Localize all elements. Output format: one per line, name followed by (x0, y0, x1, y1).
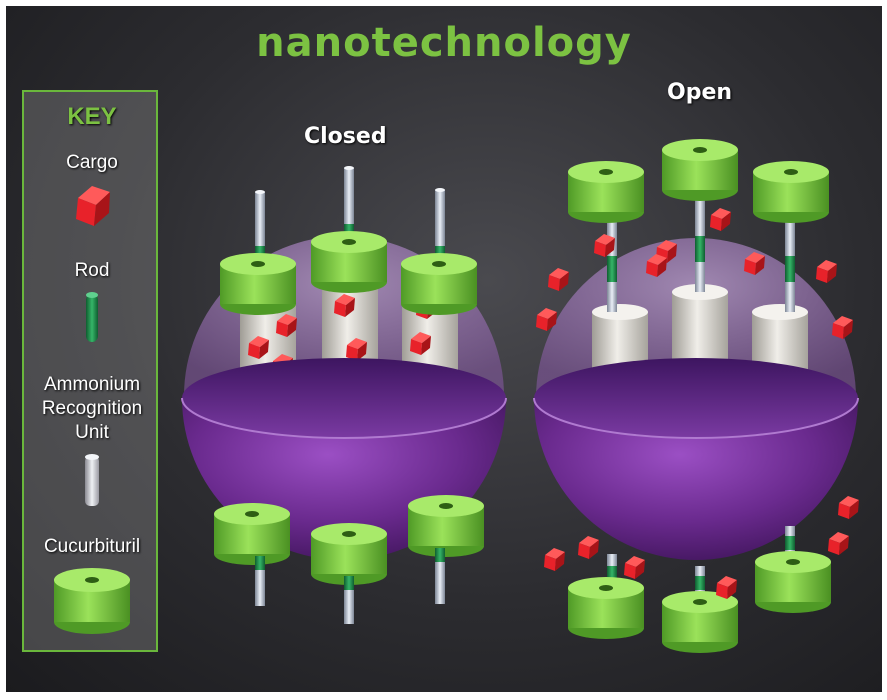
key-label-ammonium-3: Unit (75, 422, 109, 443)
nanovalve-diagrams (181, 139, 859, 653)
rod-icon (86, 292, 98, 342)
closed-label: Closed (304, 124, 387, 149)
ammonium-unit-icon (85, 454, 99, 506)
key-label-ammonium-1: Ammonium (43, 374, 141, 395)
cargo-cube-icon (76, 186, 110, 226)
closed-nanovalve (181, 166, 507, 624)
open-bottom-caps (568, 526, 831, 653)
key-panel: KEY Cargo Rod Ammonium Recognition Unit … (22, 90, 158, 652)
key-label-cargo: Cargo (66, 152, 118, 173)
page-title: nanotechnology (256, 20, 632, 66)
closed-bottom-caps (214, 495, 484, 624)
open-label: Open (667, 80, 733, 105)
key-label-ammonium-2: Recognition (41, 398, 143, 419)
key-label-cucurbituril: Cucurbituril (43, 536, 141, 557)
key-label-rod: Rod (74, 260, 110, 281)
open-nanovalve (533, 139, 859, 653)
key-title: KEY (67, 103, 117, 130)
diagram-canvas: nanotechnology Closed Open KEY Cargo Rod… (6, 6, 882, 692)
cucurbituril-ring-icon (54, 568, 130, 634)
